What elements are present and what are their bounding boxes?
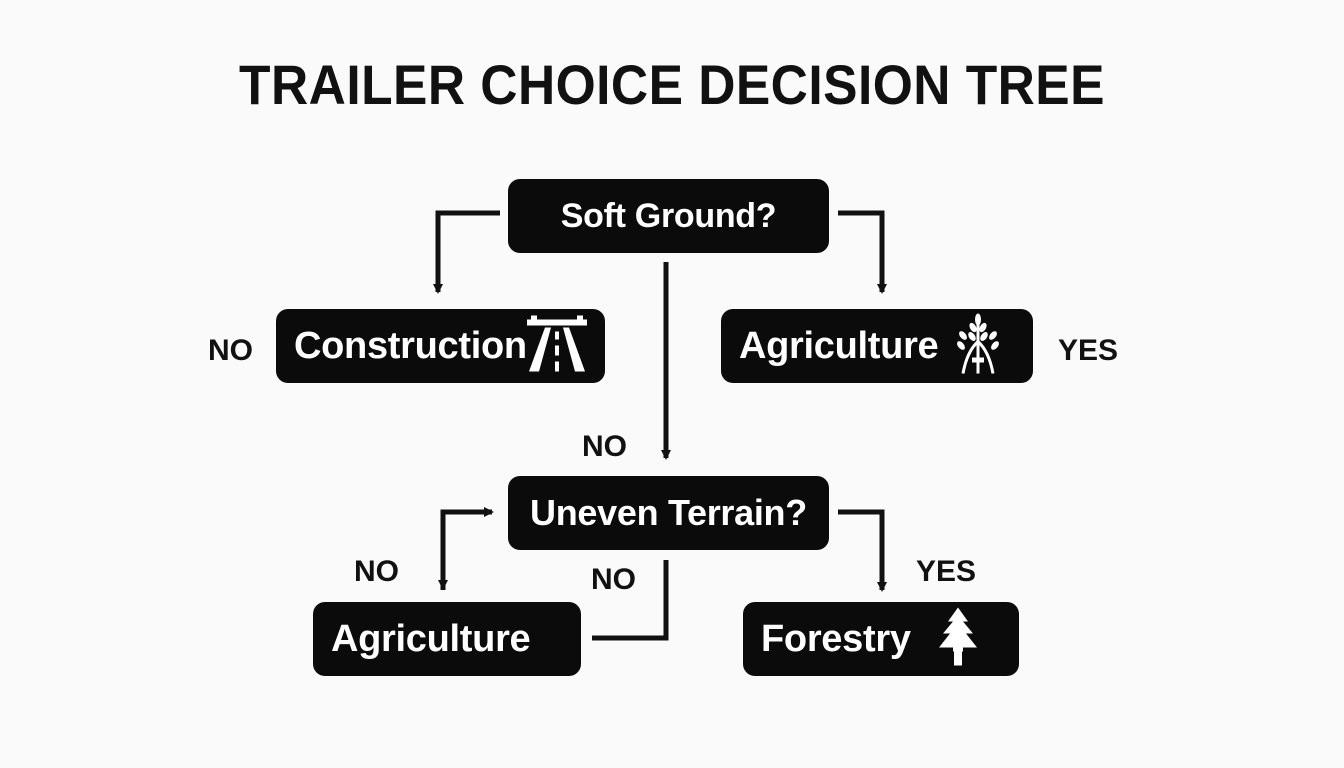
outcome-label: Construction <box>294 324 527 367</box>
edge-label-yes-agriculture: YES <box>1058 334 1119 367</box>
edge-soft-to-construction <box>433 210 500 294</box>
decision-soft-ground[interactable]: Soft Ground? <box>508 179 829 253</box>
decision-label: Uneven Terrain? <box>530 492 807 533</box>
pine-tree-icon <box>933 606 983 673</box>
edge-label-no-agriculture-bottom: NO <box>354 555 399 588</box>
outcome-label: Agriculture <box>739 324 939 367</box>
edge-soft-to-agriculture <box>838 210 887 294</box>
outcome-label: Forestry <box>761 617 911 660</box>
outcome-construction[interactable]: Construction <box>276 309 605 383</box>
wheat-icon <box>953 312 1003 381</box>
decision-label: Soft Ground? <box>560 196 777 235</box>
outcome-forestry[interactable]: Forestry <box>743 602 1019 676</box>
diagram-title: TRAILER CHOICE DECISION TREE <box>239 53 1105 116</box>
edge-uneven-loop <box>592 560 669 641</box>
road-icon <box>521 314 593 379</box>
edge-label-no-to-uneven: NO <box>582 430 627 463</box>
edge-label-yes-forestry: YES <box>916 555 977 588</box>
outcome-agriculture-bottom[interactable]: Agriculture <box>313 602 581 676</box>
edge-label-no-loop: NO <box>591 563 636 596</box>
edge-uneven-to-agriculture <box>440 507 494 590</box>
decision-uneven-terrain[interactable]: Uneven Terrain? <box>508 476 829 550</box>
outcome-agriculture-top[interactable]: Agriculture <box>721 309 1033 383</box>
outcome-label: Agriculture <box>331 617 531 660</box>
edge-label-no-construction: NO <box>208 334 253 367</box>
edge-uneven-to-forestry <box>838 509 887 592</box>
